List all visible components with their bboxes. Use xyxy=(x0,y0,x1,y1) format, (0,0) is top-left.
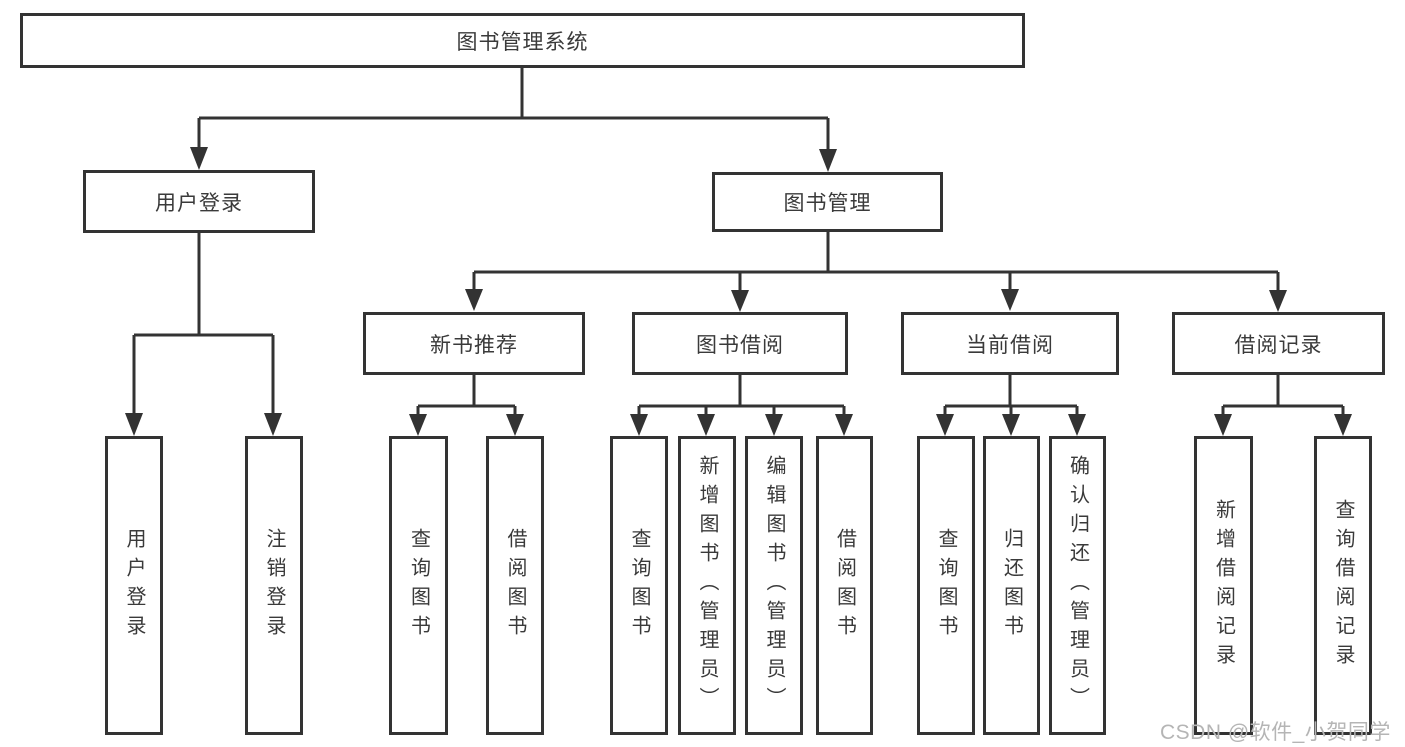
node-book-borrow: 图书借阅 xyxy=(632,312,848,375)
leaf-add-borrow-record: 新增借阅记录 xyxy=(1194,436,1253,735)
leaf-return-book: 归还图书 xyxy=(983,436,1040,735)
node-current-borrow: 当前借阅 xyxy=(901,312,1119,375)
leaf-logout: 注销登录 xyxy=(245,436,303,735)
node-new-book-recommend: 新书推荐 xyxy=(363,312,585,375)
csdn-watermark: CSDN @软件_小贺同学 xyxy=(1160,721,1391,744)
node-borrow-record: 借阅记录 xyxy=(1172,312,1385,375)
leaf-query-book-current: 查询图书 xyxy=(917,436,975,735)
arrowheads xyxy=(125,147,1352,436)
leaf-user-login: 用户登录 xyxy=(105,436,163,735)
leaf-edit-book-admin: 编辑图书（管理员） xyxy=(745,436,803,735)
node-book-management: 图书管理 xyxy=(712,172,943,232)
leaf-query-book-recommend: 查询图书 xyxy=(389,436,448,735)
node-root: 图书管理系统 xyxy=(20,13,1025,68)
leaf-confirm-return-admin: 确认归还（管理员） xyxy=(1049,436,1106,735)
node-user-login: 用户登录 xyxy=(83,170,315,233)
leaf-query-book-borrow: 查询图书 xyxy=(610,436,668,735)
leaf-borrow-book-recommend: 借阅图书 xyxy=(486,436,544,735)
leaf-query-borrow-record: 查询借阅记录 xyxy=(1314,436,1372,735)
leaf-borrow-book: 借阅图书 xyxy=(816,436,873,735)
leaf-add-book-admin: 新增图书（管理员） xyxy=(678,436,736,735)
